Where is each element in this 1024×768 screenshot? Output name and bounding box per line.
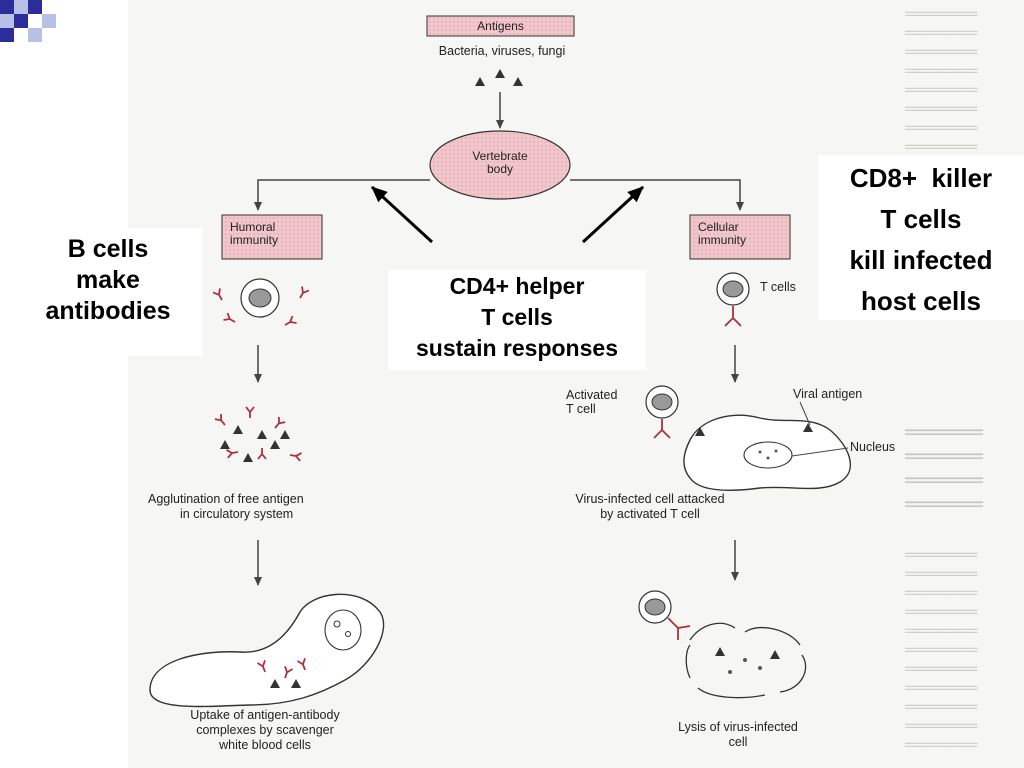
cellular-line-2: immunity [698,233,747,247]
activated-line-2: T cell [566,402,596,416]
cd8-line-4: host cells [861,286,981,316]
humoral-immunity-box [221,214,323,260]
vertebrate-line-2: body [486,162,514,176]
agglutinated-antigen-cluster [213,406,303,462]
activated-t-cell-label: Activated T cell [566,388,617,416]
cd8-annotation: CD8+ killer T cells kill infected host c… [818,158,1024,322]
background-text-block-bottom: ══════ ══════ ══════ ══════ ══════ ═════… [905,545,978,754]
sources-label: Bacteria, viruses, fungi [438,44,566,58]
uptake-line-1: Uptake of antigen-antibody [190,708,340,722]
uptake-line-3: white blood cells [219,738,311,752]
humoral-line-1: Humoral [230,220,276,234]
scavenger-white-blood-cell [149,593,385,708]
lysis-label: Lysis of virus-infected cell [678,720,798,750]
t-cell [716,272,750,327]
cd4-annotation-backdrop [388,270,646,370]
lysis-line-1: Lysis of virus-infected [678,720,798,734]
branch-to-cellular [570,179,744,211]
uptake-line-2: complexes by scavenger [196,723,334,737]
cd4-arrow-left [370,185,434,244]
vertebrate-body-ellipse [429,130,571,200]
viral-antigen-label: Viral antigen [793,387,863,401]
vertebrate-line-1: Vertebrate [472,149,528,163]
lysis-line-2: cell [728,735,748,749]
cellular-immunity-box [689,214,791,260]
cd8-line-1: CD8+ killer [849,163,993,193]
uptake-label: Uptake of antigen-antibody complexes by … [190,708,339,753]
corner-decoration [0,0,60,50]
cellular-line-1: Cellular [698,220,739,234]
antigens-label: Antigens [477,19,524,33]
cd8-annotation-backdrop [818,155,1024,320]
b-cells-annotation: B cells make antibodies [14,234,202,327]
antigens-box [426,15,575,37]
b-cells-line-3: antibodies [45,297,171,325]
antigen-cluster-top [475,69,523,86]
b-cells-line-1: B cells [67,235,149,263]
nucleus-label: Nucleus [850,440,896,454]
cd4-line-1: CD4+ helper [449,273,585,299]
attacked-line-2: by activated T cell [600,507,700,521]
agglutination-line-2: in circulatory system [180,507,294,521]
t-cells-label: T cells [760,280,796,294]
activated-line-1: Activated [566,388,618,402]
cd8-line-2: T cells [880,204,962,234]
vertebrate-body-label: Vertebrate body [445,150,555,176]
cd4-line-2: T cells [481,304,553,330]
lysis-of-infected-cell [638,590,807,699]
b-cells-annotation-backdrop [14,228,202,356]
agglutination-label: Agglutination of free antigen in circula… [148,492,304,522]
cd4-line-3: sustain responses [416,335,618,361]
attacked-label: Virus-infected cell attacked by activate… [575,492,724,522]
humoral-line-2: immunity [230,233,279,247]
attacked-line-1: Virus-infected cell attacked [575,492,725,506]
cellular-immunity-label: Cellular immunity [690,221,778,247]
b-cell-with-antibodies [212,278,310,330]
humoral-immunity-label: Humoral immunity [222,221,310,247]
activated-t-cell-and-infected-cell [645,385,851,491]
b-cells-line-2: make [76,266,140,294]
agglutination-line-1: Agglutination of free antigen [148,492,304,506]
branch-to-humoral [254,179,430,211]
background-heading-block: ═════ ═════ ═════ ═════ [905,420,983,516]
cd4-annotation: CD4+ helper T cells sustain responses [388,271,646,364]
cd4-arrow-right [581,185,645,244]
cd8-line-3: kill infected [849,245,993,275]
